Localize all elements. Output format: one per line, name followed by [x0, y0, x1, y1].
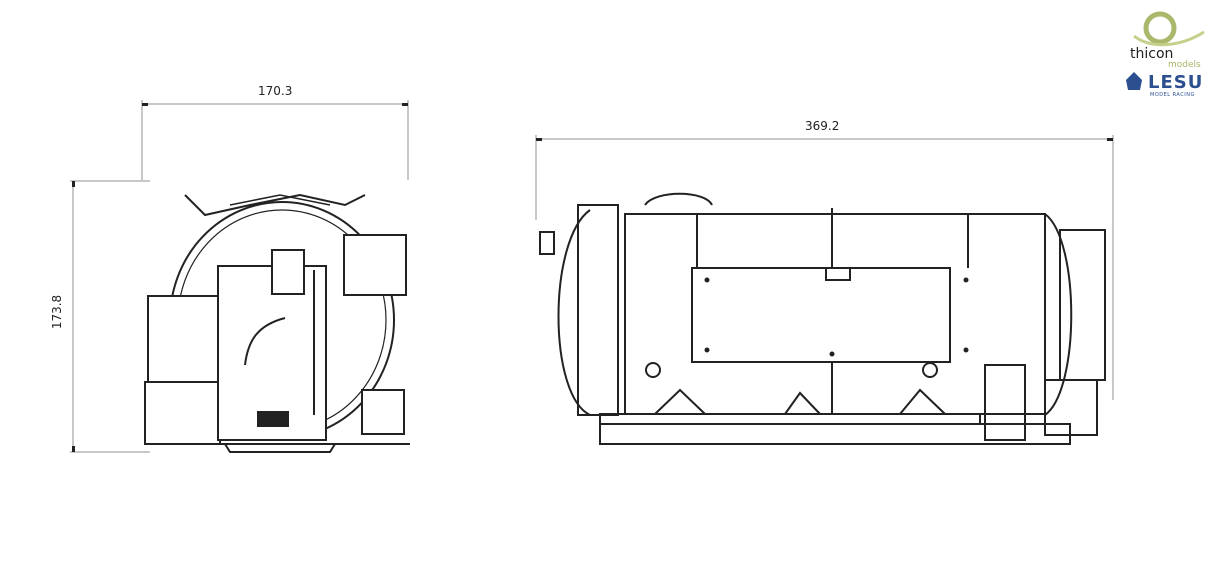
lion-logo-icon: [1126, 72, 1142, 90]
side-length-dimension: 369.2: [805, 119, 840, 133]
brand-logos: thicon models LESU MODEL RACING: [1112, 6, 1224, 102]
thicon-sub: models: [1168, 60, 1201, 70]
dimension-lines: [70, 100, 1114, 453]
side-view-drawing: [539, 192, 1106, 445]
lesu-brand: LESU: [1148, 72, 1204, 93]
front-view-drawing: [144, 193, 410, 453]
lesu-sub: MODEL RACING: [1150, 92, 1195, 98]
thicon-brand: thicon: [1130, 46, 1174, 62]
gear-logo-icon: [1126, 11, 1205, 90]
front-width-dimension: 170.3: [258, 84, 293, 98]
front-height-dimension: 173.8: [50, 294, 65, 330]
